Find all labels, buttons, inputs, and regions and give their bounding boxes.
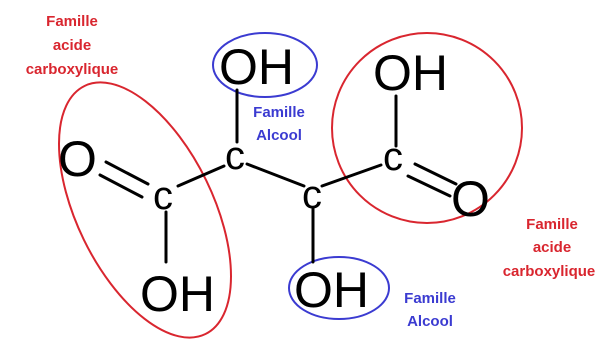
bond-c3-o-double-2 [98, 173, 144, 199]
label-acid-right: Famille acide carboxylique [503, 216, 596, 280]
acid-group-left-highlight [58, 81, 232, 339]
atom-c4: c [383, 135, 403, 179]
label-acid-left-line-3: carboxylique [26, 61, 119, 78]
atom-oh-bottom-left: OH [140, 266, 215, 322]
label-alcohol-bottom: Famille Alcool [404, 290, 456, 330]
alcohol-ellipse-bottom [288, 256, 390, 320]
acid-group-right-highlight [331, 32, 523, 224]
label-alcohol-bottom-line-1: Famille [404, 290, 456, 307]
bond-c1-c3 [176, 164, 226, 188]
atom-c3: c [153, 174, 173, 218]
bond-c4-o-double-2 [413, 162, 458, 186]
alcohol-ellipse-top [212, 32, 318, 98]
label-alcohol-top: Famille Alcool [253, 104, 305, 144]
label-acid-right-line-2: acide [533, 239, 571, 256]
label-acid-right-line-1: Famille [526, 216, 578, 233]
alcohol-group-top-highlight [212, 32, 318, 98]
label-acid-right-line-3: carboxylique [503, 263, 596, 280]
bonds [98, 88, 458, 264]
atom-c1: c [225, 134, 245, 178]
atom-o-right: O [451, 171, 490, 227]
atom-labels: OH OH O O OH OH c c c c [58, 39, 490, 322]
atom-o-left: O [58, 131, 97, 187]
label-acid-left-line-2: acide [53, 37, 91, 54]
atom-oh-top-right: OH [373, 45, 448, 101]
alcohol-group-bottom-highlight [288, 256, 390, 320]
bond-c3-o-double-1 [104, 160, 150, 186]
atom-oh-bottom-center: OH [294, 262, 369, 318]
acid-ellipse-left [58, 81, 232, 339]
bond-c2-c4 [320, 163, 383, 188]
label-alcohol-top-line-1: Famille [253, 104, 305, 121]
acid-ellipse-right [331, 32, 523, 224]
atom-oh-top-center: OH [219, 39, 294, 95]
label-alcohol-top-line-2: Alcool [256, 127, 302, 144]
atom-c2: c [302, 173, 322, 217]
bond-c1-c2 [245, 162, 306, 188]
label-acid-left: Famille acide carboxylique [26, 13, 119, 78]
label-alcohol-bottom-line-2: Alcool [407, 313, 453, 330]
label-acid-left-line-1: Famille [46, 13, 98, 30]
bond-c4-o-double-1 [406, 174, 452, 198]
